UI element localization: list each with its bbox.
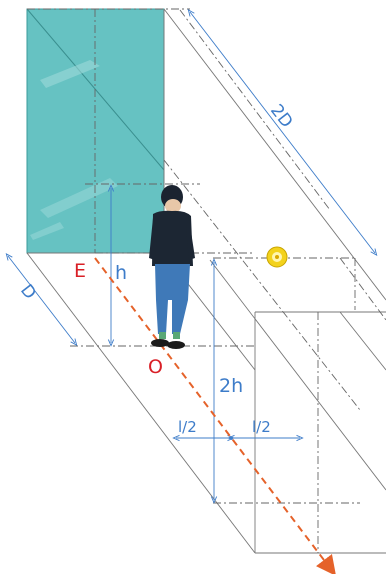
mirror xyxy=(26,8,165,254)
lamp-icon xyxy=(266,246,288,268)
label-O: O xyxy=(148,356,163,378)
sight-line xyxy=(94,257,337,574)
person-figure xyxy=(149,185,195,349)
label-E: E xyxy=(74,260,86,282)
label-D: D xyxy=(16,281,40,304)
dimension-lines xyxy=(8,12,375,500)
label-h: h xyxy=(115,262,127,284)
label-l-half-right: l/2 xyxy=(252,418,271,436)
label-l-half-left: l/2 xyxy=(178,418,197,436)
label-2h: 2h xyxy=(219,375,243,397)
label-2D: 2D xyxy=(266,101,296,132)
